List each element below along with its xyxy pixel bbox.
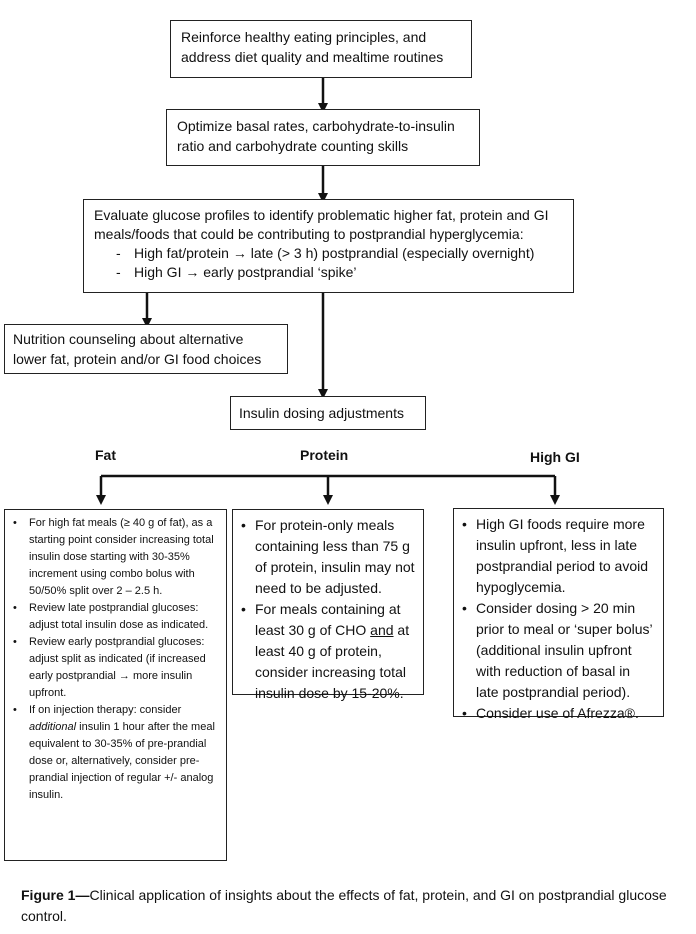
fat-item-4: If on injection therapy: consider additi… xyxy=(13,702,218,804)
fat-item-4-post: insulin 1 hour after the meal equivalent… xyxy=(29,721,215,801)
fat-box: For high fat meals (≥ 40 g of fat), as a… xyxy=(4,509,227,861)
evaluate-glucose-bullets: High fat/protein → late (> 3 h) postpran… xyxy=(112,244,563,282)
fat-item-3: Review early postprandial glucoses: adju… xyxy=(13,634,218,702)
bullet-high-fat-protein: High fat/protein → late (> 3 h) postpran… xyxy=(112,244,563,263)
highgi-item-2: Consider dosing > 20 min prior to meal o… xyxy=(462,598,655,703)
fat-item-1: For high fat meals (≥ 40 g of fat), as a… xyxy=(13,515,218,600)
nutrition-counseling-box: Nutrition counseling about alternative l… xyxy=(4,324,288,374)
nutrition-counseling-text: Nutrition counseling about alternative l… xyxy=(13,331,262,367)
figure-caption-text: Clinical application of insights about t… xyxy=(21,887,667,924)
protein-item-2-underline: and xyxy=(370,622,394,638)
highgi-item-3: Consider use of Afrezza®. xyxy=(462,703,655,724)
optimize-basal-box: Optimize basal rates, carbohydrate-to-in… xyxy=(166,109,480,166)
figure-caption: Figure 1—Clinical application of insight… xyxy=(21,885,681,927)
protein-item-2-post: at least 40 g of protein, consider incre… xyxy=(255,622,410,701)
reinforce-eating-box: Reinforce healthy eating principles, and… xyxy=(170,20,472,78)
highgi-item-1: High GI foods require more insulin upfro… xyxy=(462,514,655,598)
header-fat: Fat xyxy=(95,447,116,463)
evaluate-glucose-text: Evaluate glucose profiles to identify pr… xyxy=(94,207,549,242)
fat-item-4-pre: If on injection therapy: consider xyxy=(29,704,182,716)
bullet-high-gi: High GI → early postprandial ‘spike’ xyxy=(112,263,563,282)
fat-item-2: Review late postprandial glucoses: adjus… xyxy=(13,600,218,634)
insulin-dosing-box: Insulin dosing adjustments xyxy=(230,396,426,430)
high-gi-box: High GI foods require more insulin upfro… xyxy=(453,508,664,724)
header-protein: Protein xyxy=(300,447,349,463)
figure-caption-label: Figure 1— xyxy=(21,887,90,903)
protein-item-2-pre: For meals containing at least 30 g of CH… xyxy=(255,601,401,638)
protein-box: For protein-only meals containing less t… xyxy=(232,509,424,701)
protein-item-1: For protein-only meals containing less t… xyxy=(241,515,415,599)
protein-item-2: For meals containing at least 30 g of CH… xyxy=(241,599,415,704)
header-high-gi: High GI xyxy=(530,449,580,465)
insulin-dosing-text: Insulin dosing adjustments xyxy=(239,405,404,421)
reinforce-eating-text: Reinforce healthy eating principles, and… xyxy=(181,29,444,65)
optimize-basal-text: Optimize basal rates, carbohydrate-to-in… xyxy=(177,118,455,154)
fat-item-4-em: additional xyxy=(29,721,77,733)
evaluate-glucose-box: Evaluate glucose profiles to identify pr… xyxy=(83,199,574,293)
